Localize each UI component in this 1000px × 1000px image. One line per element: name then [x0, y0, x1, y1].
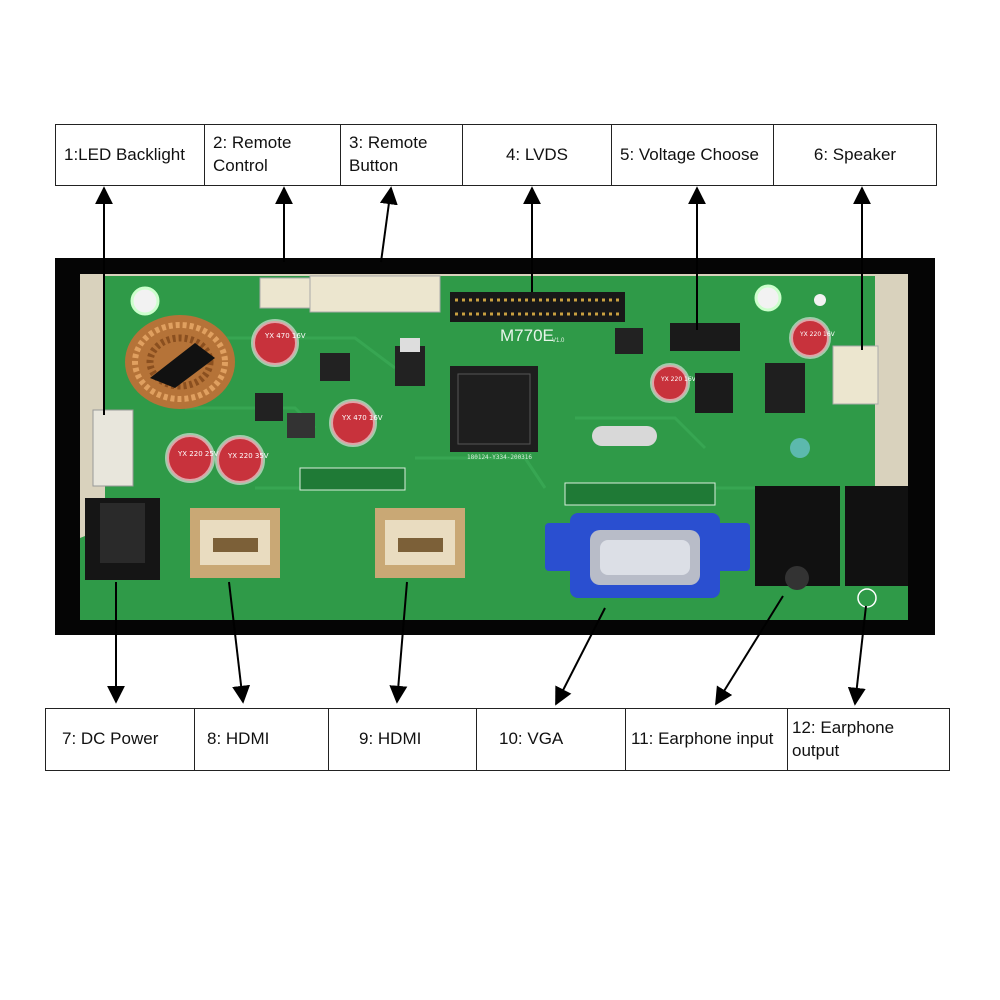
- label-remote-button: 3: Remote Button: [341, 125, 463, 185]
- label-remote-control: 2: Remote Control: [205, 125, 341, 185]
- capacitor-marking: YX 220 35V: [227, 452, 269, 460]
- label-dc-power: 7: DC Power: [46, 709, 195, 770]
- remote-button-connector: [309, 275, 441, 313]
- label-hdmi-2: 9: HDMI: [329, 709, 477, 770]
- speaker-connector: [832, 345, 879, 405]
- via-pad: [790, 438, 810, 458]
- bottom-label-row: 7: DC Power 8: HDMI 9: HDMI 10: VGA 11: …: [45, 708, 950, 771]
- capacitor: YX 470 16V: [251, 319, 306, 367]
- top-label-row: 1:LED Backlight 2: Remote Control 3: Rem…: [55, 124, 937, 186]
- earphone-input-socket: [785, 566, 809, 590]
- board-version-text: V1.0: [552, 338, 565, 344]
- mosfet: [255, 393, 283, 421]
- inductor-smd: [320, 353, 350, 381]
- regulator-chip: [695, 373, 733, 413]
- pin-header: [564, 482, 716, 506]
- label-earphone-input: 11: Earphone input: [626, 709, 788, 770]
- inductor-coil: [125, 315, 235, 409]
- capacitor: YX 220 25V: [165, 433, 219, 483]
- capacitor-marking: YX 220 25V: [177, 450, 219, 458]
- label-earphone-output: 12: Earphone output: [792, 717, 895, 760]
- lvds-header: [450, 292, 625, 322]
- main-chip-outline: [457, 373, 531, 445]
- voltage-regulator: [395, 346, 425, 386]
- led-backlight-connector: [92, 409, 134, 487]
- earphone-output-jack: [845, 486, 908, 586]
- board-model-text: M770E: [500, 326, 554, 345]
- label-hdmi-1: 8: HDMI: [195, 709, 329, 770]
- voltage-choose-jumper: [670, 323, 740, 351]
- pin-header: [299, 467, 406, 491]
- capacitor-marking: YX 220 16V: [660, 376, 697, 383]
- capacitor-marking: YX 470 16V: [341, 414, 383, 422]
- main-processor-chip: [450, 366, 538, 452]
- capacitor: YX 470 16V: [329, 399, 383, 447]
- board-code-text: 180124-Y334-200316: [467, 454, 532, 461]
- hdmi-port-1: [190, 508, 280, 578]
- eeprom-chip: [615, 328, 643, 354]
- arrow-remote-button: [379, 186, 398, 263]
- label-lvds: 4: LVDS: [463, 125, 612, 185]
- vga-port: [545, 513, 750, 598]
- mount-hole: [754, 284, 782, 312]
- regulator-tab: [400, 338, 420, 352]
- dc-jack-inner: [100, 503, 145, 563]
- capacitor: YX 220 16V: [789, 317, 836, 359]
- remote-control-connector: [259, 277, 313, 309]
- mount-hole: [814, 294, 826, 306]
- mount-hole: [130, 286, 160, 316]
- label-voltage-choose: 5: Voltage Choose: [612, 125, 774, 185]
- earphone-output-socket: [857, 588, 877, 608]
- crystal-oscillator: [592, 426, 657, 446]
- capacitor-marking: YX 220 16V: [799, 331, 836, 338]
- capacitor-marking: YX 470 16V: [264, 332, 306, 340]
- label-vga: 10: VGA: [477, 709, 626, 770]
- capacitor: YX 220 16V: [650, 363, 697, 403]
- board-photo: YX 470 16V YX 470 16V YX 220 25V YX 220 …: [55, 258, 935, 635]
- audio-amp-chip: [765, 363, 805, 413]
- hdmi-port-2: [375, 508, 465, 578]
- label-speaker: 6: Speaker: [813, 144, 897, 164]
- inductor-smd: [287, 413, 315, 438]
- label-led-backlight: 1:LED Backlight: [56, 125, 205, 185]
- capacitor: YX 220 35V: [215, 435, 269, 485]
